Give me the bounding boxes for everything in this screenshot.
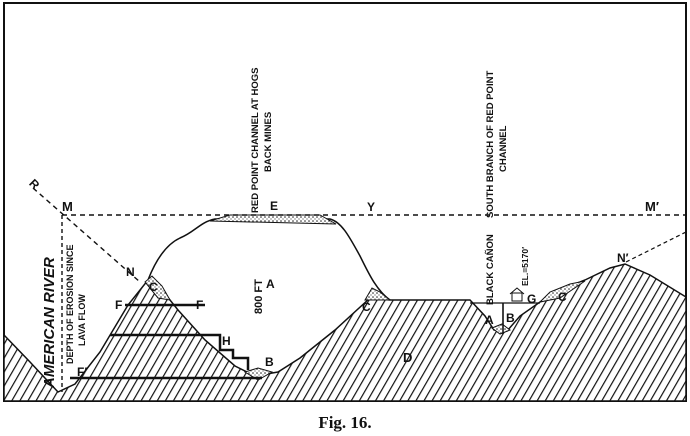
label-d: D [403, 350, 412, 365]
label-c-right: C [558, 290, 567, 304]
gravel-c-left [144, 275, 171, 301]
label-e: E [270, 199, 278, 213]
label-f-prime: F′ [77, 365, 87, 379]
figure-caption: Fig. 16. [318, 413, 371, 432]
label-r: R [26, 176, 42, 192]
label-f2: F [196, 298, 203, 312]
label-elevation: EL.=5170′ [520, 247, 530, 286]
label-b-right: B [506, 311, 515, 325]
label-a-lava: A [266, 277, 275, 291]
label-erosion-line2: LAVA FLOW [77, 294, 87, 346]
label-south-branch-line2: CHANNEL [498, 125, 509, 172]
label-b-left: B [265, 355, 274, 369]
gravel-b-right [490, 323, 512, 335]
label-m-prime: M′ [645, 199, 659, 214]
n-prime-line [625, 231, 687, 263]
label-h: H [222, 334, 231, 348]
rn-line [32, 187, 141, 283]
label-a-canon: A [485, 313, 494, 327]
label-n: N [126, 265, 135, 279]
tunnel-h [110, 333, 250, 370]
label-c-left: C [149, 280, 158, 294]
label-g: G [527, 292, 536, 306]
gravel-c-mid [364, 287, 392, 301]
label-black-canon: BLACK CAÑON [485, 234, 496, 305]
label-erosion-line1: DEPTH OF EROSION SINCE [65, 244, 75, 364]
label-american-river: AMERICAN RIVER [41, 257, 58, 389]
label-m: M [62, 199, 73, 214]
label-red-point-line2: BACK MINES [263, 112, 274, 172]
house-icon [509, 287, 525, 302]
label-800-ft: 800 FT [253, 279, 265, 314]
label-y: Y [367, 200, 375, 214]
label-c-mid: C [362, 300, 371, 314]
label-red-point-line1: RED POINT CHANNEL AT HOGS [250, 68, 261, 214]
label-south-branch-line1: SOUTH BRANCH OF RED POINT [485, 71, 496, 218]
label-f: F [115, 298, 122, 312]
gravel-e-red-point [209, 214, 337, 225]
label-n-prime: N′ [617, 251, 629, 265]
gravel-c-right [538, 280, 586, 303]
